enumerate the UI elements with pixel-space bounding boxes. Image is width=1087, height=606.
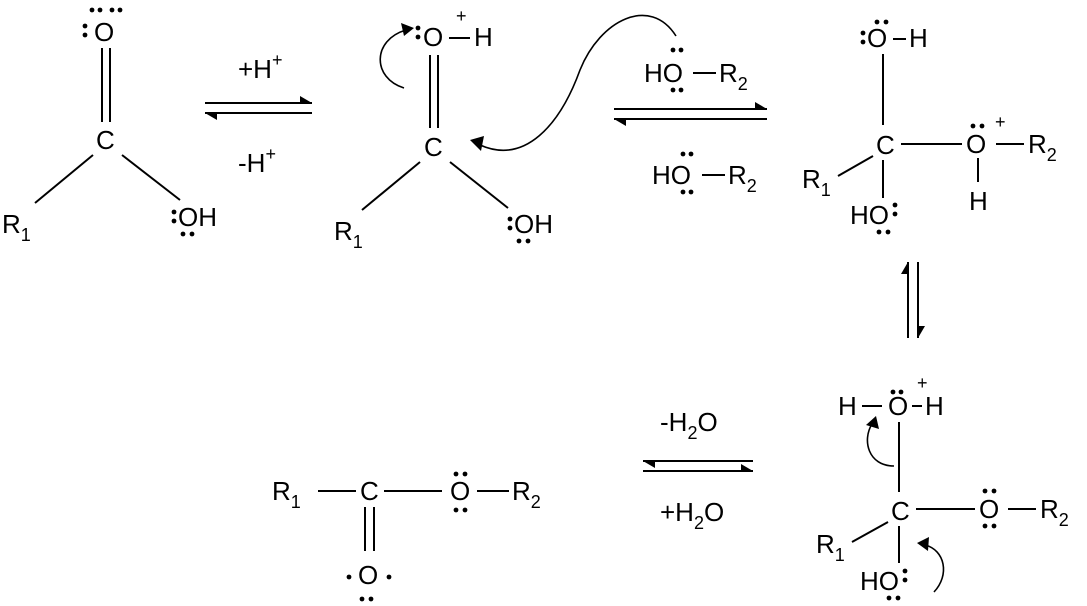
reagent-add-proton: +H+	[238, 50, 282, 84]
mol4-carbon: C	[891, 496, 910, 526]
mol2-r1: R1	[334, 216, 363, 252]
mol3-right-oxygen: O	[966, 129, 986, 159]
reagent-remove-proton: -H+	[238, 144, 276, 178]
mol3-top-oxygen: O	[867, 23, 887, 53]
mol4-right-hydrogen: H	[925, 391, 944, 421]
mol4-r2: R2	[1040, 494, 1069, 530]
mol5-carbon: C	[360, 476, 379, 506]
mol2-hydroxyl: OH	[514, 209, 553, 239]
equilibrium-arrow-2: HO R2 HO R2	[614, 47, 767, 196]
mol2-oxonium-charge: +	[456, 6, 467, 26]
molecule-protonated-intermediate: H O + H C R1 HO O R2	[816, 373, 1069, 601]
mol4-right-oxygen: O	[979, 494, 999, 524]
reagent-add-water: +H2O	[660, 497, 724, 533]
molecule-ester: R1 C O R2 O	[272, 471, 541, 602]
mol4-top-oxygen: O	[888, 391, 908, 421]
mol3-top-hydrogen: H	[909, 23, 928, 53]
mol2-top-oxygen: O	[423, 22, 443, 52]
reagent-remove-water: -H2O	[660, 407, 718, 443]
mol5-ether-oxygen: O	[450, 476, 470, 506]
mol5-r1: R1	[272, 476, 301, 512]
mol4-bottom-hydroxyl: HO	[860, 566, 899, 596]
mol5-r2: R2	[512, 476, 541, 512]
molecule-protonated-acid: O + H C R1 OH	[334, 6, 677, 252]
mol2-carbon: C	[424, 132, 443, 162]
equilibrium-arrow-4: -H2O +H2O	[643, 407, 753, 533]
mol3-r2: R2	[1028, 129, 1057, 165]
equilibrium-arrow-3	[901, 262, 925, 338]
mol4-left-hydrogen: H	[838, 391, 857, 421]
reagent-alcohol-forward: HO	[644, 58, 683, 88]
reagent-alcohol-forward-r: R2	[719, 58, 748, 94]
mol4-r1: R1	[816, 529, 845, 565]
mol3-r1: R1	[802, 164, 831, 200]
molecule-tetrahedral-intermediate: O H C R1 HO O + R2 H	[802, 19, 1057, 235]
molecule-carboxylic-acid: O C R1 OH	[2, 7, 217, 245]
mol3-carbon: C	[876, 130, 895, 160]
mol3-oxonium-charge: +	[995, 112, 1006, 132]
reagent-alcohol-reverse-r: R2	[728, 160, 757, 196]
reagent-alcohol-reverse: HO	[652, 160, 691, 190]
mol5-carbonyl-oxygen: O	[358, 560, 378, 590]
mol3-hydrogen-on-oxygen: H	[969, 186, 988, 216]
mol4-oxonium-charge: +	[917, 373, 928, 393]
mol1-r1: R1	[2, 209, 31, 245]
mol2-hydrogen: H	[474, 22, 493, 52]
mol1-top-oxygen: O	[94, 17, 114, 47]
mol1-carbon: C	[96, 125, 115, 155]
mol1-hydroxyl: OH	[178, 202, 217, 232]
mol3-bottom-hydroxyl: HO	[850, 200, 889, 230]
equilibrium-arrow-1: +H+ -H+	[205, 50, 312, 178]
